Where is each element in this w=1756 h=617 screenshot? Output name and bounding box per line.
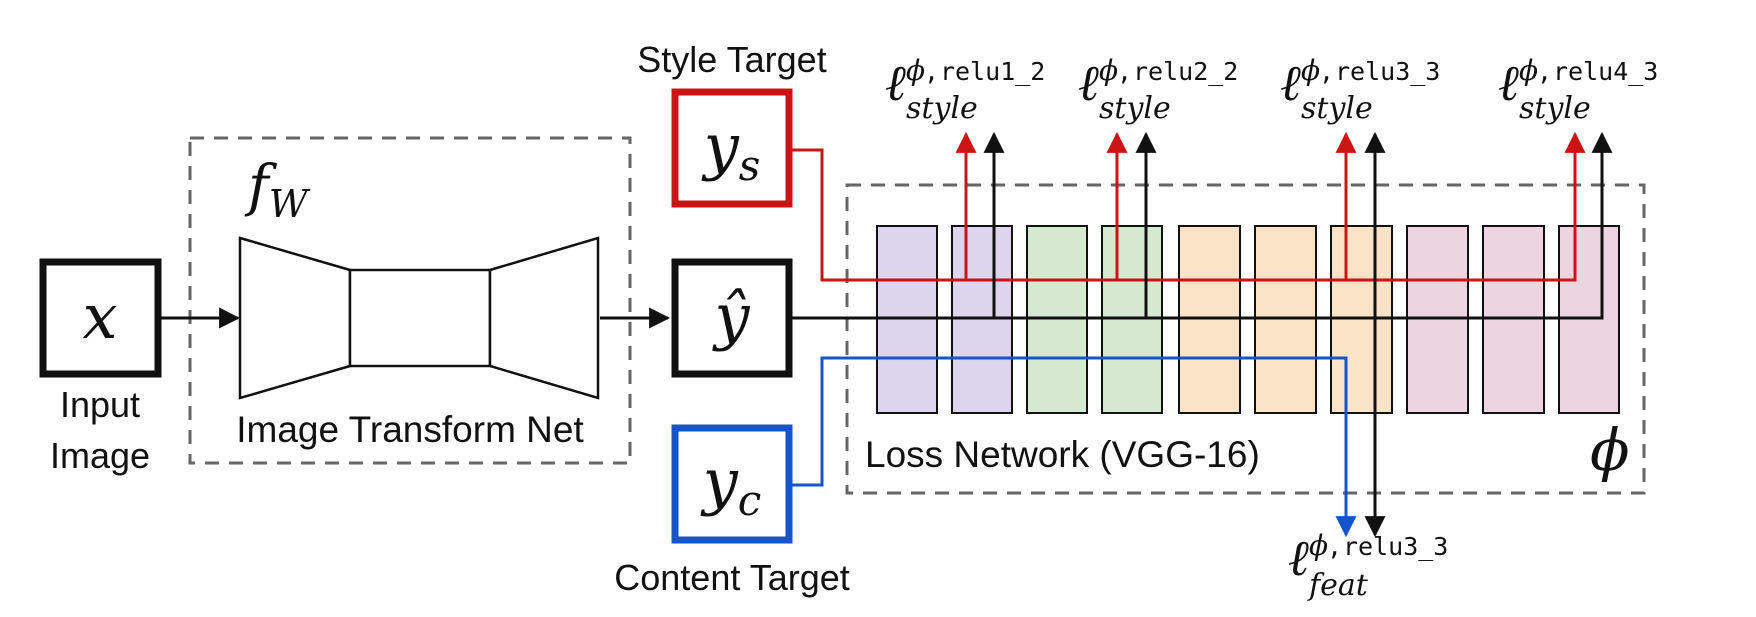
- decoder-shape: [488, 236, 600, 400]
- svg-text:ϕ: ϕ: [1309, 529, 1328, 562]
- svg-text:ℓ: ℓ: [1280, 54, 1301, 112]
- transform-net-label: Image Transform Net: [236, 409, 584, 450]
- content-target-box: [671, 424, 793, 544]
- svg-text:ϕ: ϕ: [906, 54, 925, 87]
- style-target-label: Style Target: [637, 39, 826, 80]
- svg-text:style: style: [1301, 91, 1373, 126]
- svg-text:style: style: [906, 91, 978, 126]
- svg-text:relu2_2: relu2_2: [1133, 57, 1238, 86]
- svg-text:ϕ: ϕ: [1099, 54, 1118, 87]
- svg-text:ϕ: ϕ: [1301, 54, 1320, 87]
- style-loss-label-relu2-2: ℓ ϕ , relu2_2 style: [1078, 54, 1238, 126]
- transform-net-dashed-box: [188, 136, 632, 465]
- svg-text:,: ,: [1319, 57, 1334, 86]
- encoder-shape: [238, 236, 352, 400]
- svg-text:feat: feat: [1307, 568, 1369, 603]
- svg-text:ℓ: ℓ: [1078, 54, 1099, 112]
- style-target-symbol: ys: [701, 110, 761, 190]
- style-loss-label-relu4-3: ℓ ϕ , relu4_3 style: [1498, 54, 1658, 126]
- svg-text:,: ,: [1117, 57, 1132, 86]
- svg-text:style: style: [1519, 91, 1591, 126]
- svg-text:ℓ: ℓ: [1288, 529, 1309, 587]
- content-path: [792, 356, 1357, 538]
- svg-text:,: ,: [924, 57, 939, 86]
- output-yhat-symbol: ŷ: [711, 280, 750, 353]
- output-yhat-box: [671, 258, 793, 378]
- bottleneck-shape: [348, 268, 492, 368]
- svg-text:,: ,: [1537, 57, 1552, 86]
- content-target-label: Content Target: [614, 557, 850, 598]
- f-w-label: fW: [244, 154, 311, 226]
- svg-text:relu4_3: relu4_3: [1553, 57, 1658, 86]
- input-image-label-line1: Input: [60, 384, 140, 425]
- input-x-symbol: x: [83, 280, 118, 353]
- input-x-box: [39, 258, 162, 378]
- input-image-label-line2: Image: [50, 435, 150, 476]
- phi-label: ϕ: [1590, 416, 1630, 484]
- svg-text:relu3_3: relu3_3: [1335, 57, 1440, 86]
- feature-loss-label: ℓ ϕ , relu3_3 feat: [1288, 529, 1448, 603]
- style-target-box: [671, 88, 793, 208]
- svg-text:relu3_3: relu3_3: [1343, 532, 1448, 561]
- content-target-symbol: yc: [700, 445, 762, 525]
- svg-text:ϕ: ϕ: [1519, 54, 1538, 87]
- svg-text:style: style: [1099, 91, 1171, 126]
- style-loss-label-relu1-2: ℓ ϕ , relu1_2 style: [885, 54, 1045, 126]
- style-loss-label-relu3-3: ℓ ϕ , relu3_3 style: [1280, 54, 1440, 126]
- loss-network-label: Loss Network (VGG-16): [865, 434, 1260, 475]
- svg-text:,: ,: [1327, 532, 1342, 561]
- svg-text:ℓ: ℓ: [1498, 54, 1519, 112]
- svg-text:ℓ: ℓ: [885, 54, 906, 112]
- svg-text:relu1_2: relu1_2: [940, 57, 1045, 86]
